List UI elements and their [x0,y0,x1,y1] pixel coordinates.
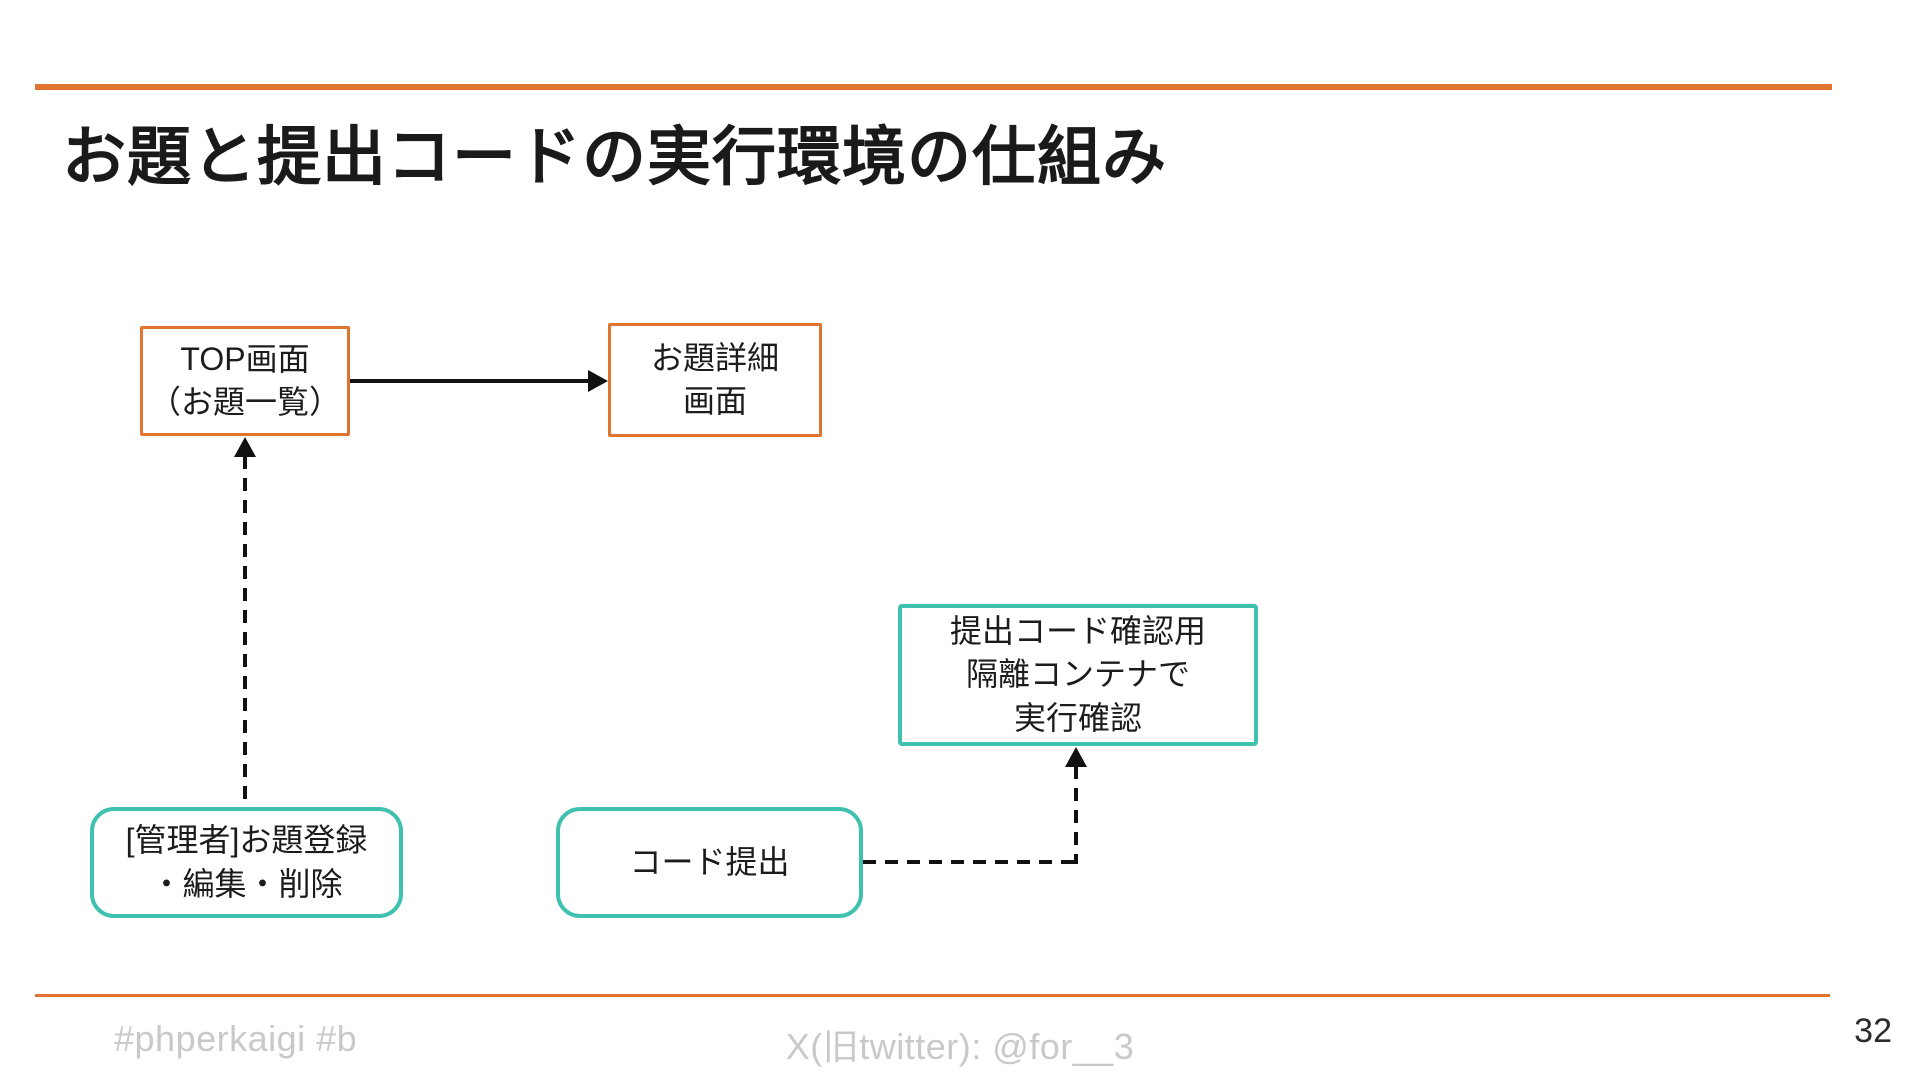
node-top-screen-line2: （お題一覧） [148,384,341,420]
page-number: 32 [1854,1012,1892,1050]
node-admin-register: [管理者]お題登録 ・編集・削除 [90,807,403,918]
node-top-screen-line1: TOP画面 [180,340,310,377]
dashed-arrow-admin-to-top-head-icon [234,437,256,457]
node-container-check-line1: 提出コード確認用 [949,613,1206,650]
node-admin-register-line2: ・編集・削除 [150,865,343,902]
footer-twitter-handle: X(旧twitter): @for__3 [785,1026,1135,1067]
dashed-arrow-submit-horizontal-line [863,860,1076,864]
slide-title: お題と提出コードの実行環境の仕組み [62,121,1167,193]
node-top-screen: TOP画面 （お題一覧） [140,326,350,436]
node-detail-screen-line1: お題詳細 [650,339,779,376]
node-detail-screen: お題詳細 画面 [608,323,822,437]
node-container-check: 提出コード確認用 隔離コンテナで 実行確認 [898,604,1258,746]
node-container-check-line3: 実行確認 [1013,699,1142,736]
node-admin-register-line1: [管理者]お題登録 [125,822,368,859]
node-code-submit-line1: コード提出 [629,843,790,880]
node-code-submit: コード提出 [556,807,863,918]
arrow-top-to-detail-head-icon [588,370,608,392]
arrow-top-to-detail-line [350,379,590,383]
node-container-check-line2: 隔離コンテナで [965,656,1190,693]
node-detail-screen-line2: 画面 [682,383,747,419]
footer-hashtag: #phperkaigi #b [114,1018,358,1059]
dashed-arrow-admin-to-top-line [243,456,247,807]
top-accent-rule [35,84,1832,90]
dashed-arrow-submit-vertical-line [1074,766,1078,864]
dashed-arrow-submit-head-icon [1065,747,1087,767]
bottom-accent-rule [35,994,1830,997]
